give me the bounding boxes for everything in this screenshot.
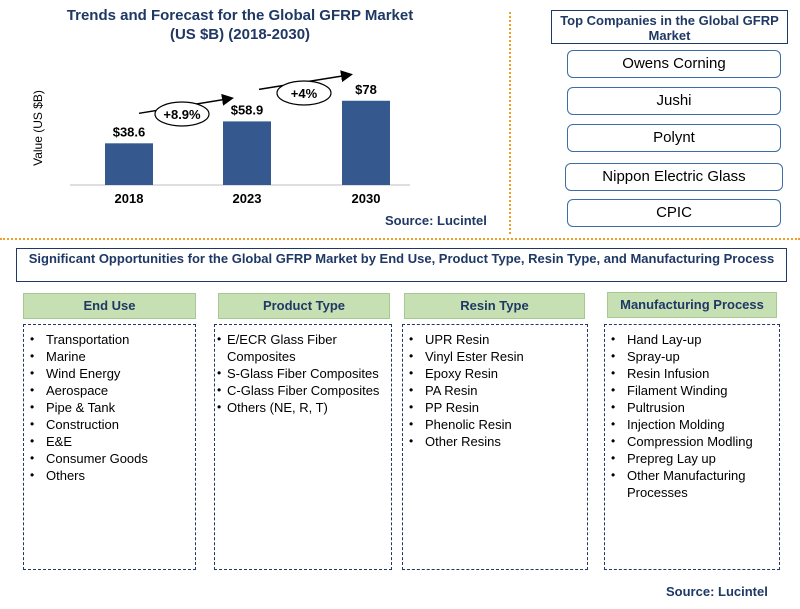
category-list: E/ECR Glass Fiber CompositesS-Glass Fibe… bbox=[215, 331, 385, 416]
category-item: Transportation bbox=[24, 331, 189, 348]
bar-2018 bbox=[105, 143, 153, 185]
growth-ellipse bbox=[276, 80, 332, 106]
category-item: C-Glass Fiber Composites bbox=[215, 382, 385, 399]
category-item: Marine bbox=[24, 348, 189, 365]
chart-title-line-1: Trends and Forecast for the Global GFRP … bbox=[66, 7, 414, 24]
bar-chart: Value (US $B) $38.6 2018 $58.9 2023 $78 2030 +8… bbox=[31, 70, 410, 206]
category-box: Hand Lay-upSpray-upResin InfusionFilamen… bbox=[604, 324, 780, 570]
category-item: Pultrusion bbox=[605, 399, 773, 416]
category-item: Consumer Goods bbox=[24, 450, 189, 467]
opportunities-title: Significant Opportunities for the Global… bbox=[16, 248, 787, 282]
category-header: Manufacturing Process bbox=[607, 292, 777, 318]
category-item: Pipe & Tank bbox=[24, 399, 189, 416]
value-label: $78 bbox=[355, 82, 377, 97]
y-axis-label: Value (US $B) bbox=[31, 90, 45, 166]
category-item: PP Resin bbox=[403, 399, 581, 416]
category-item: E&E bbox=[24, 433, 189, 450]
category-item: Injection Molding bbox=[605, 416, 773, 433]
category-list: Hand Lay-upSpray-upResin InfusionFilamen… bbox=[605, 331, 773, 501]
company-item: Nippon Electric Glass bbox=[565, 163, 783, 191]
category-item: Other Resins bbox=[403, 433, 581, 450]
category-item: Filament Winding bbox=[605, 382, 773, 399]
bar-2023 bbox=[223, 121, 271, 185]
category-item: Epoxy Resin bbox=[403, 365, 581, 382]
growth-label: +4% bbox=[291, 86, 318, 101]
chart-title-line-2: (US $B) (2018-2030) bbox=[169, 26, 311, 43]
category-item: UPR Resin bbox=[403, 331, 581, 348]
category-item: Phenolic Resin bbox=[403, 416, 581, 433]
category-item: Others bbox=[24, 467, 189, 484]
company-item: Owens Corning bbox=[567, 50, 781, 78]
category-item: Prepreg Lay up bbox=[605, 450, 773, 467]
category-box: UPR ResinVinyl Ester ResinEpoxy ResinPA … bbox=[402, 324, 588, 570]
category-header: Product Type bbox=[218, 293, 390, 319]
value-label: $58.9 bbox=[231, 102, 264, 117]
category-box: E/ECR Glass Fiber CompositesS-Glass Fibe… bbox=[214, 324, 392, 570]
chart-source: Source: Lucintel bbox=[385, 213, 487, 228]
category-item: Resin Infusion bbox=[605, 365, 773, 382]
category-item: Aerospace bbox=[24, 382, 189, 399]
category-item: Vinyl Ester Resin bbox=[403, 348, 581, 365]
vertical-separator bbox=[509, 12, 511, 234]
category-item: S-Glass Fiber Composites bbox=[215, 365, 385, 382]
growth-ellipse bbox=[154, 101, 210, 127]
company-item: CPIC bbox=[567, 199, 781, 227]
category-item: Wind Energy bbox=[24, 365, 189, 382]
category-header: Resin Type bbox=[404, 293, 585, 319]
bottom-source: Source: Lucintel bbox=[666, 584, 768, 599]
category-box: TransportationMarineWind EnergyAerospace… bbox=[23, 324, 196, 570]
category-item: Other Manufacturing Processes bbox=[605, 467, 773, 501]
category-item: Compression Modling bbox=[605, 433, 773, 450]
x-tick-label: 2023 bbox=[233, 191, 262, 206]
value-label: $38.6 bbox=[113, 124, 146, 139]
companies-title: Top Companies in the Global GFRP Market bbox=[551, 10, 788, 44]
category-item: E/ECR Glass Fiber Composites bbox=[215, 331, 385, 365]
growth-label: +8.9% bbox=[163, 107, 201, 122]
bar-2030 bbox=[342, 100, 390, 185]
category-item: Hand Lay-up bbox=[605, 331, 773, 348]
chart-title: Trends and Forecast for the Global GFRP … bbox=[40, 6, 440, 44]
x-tick-label: 2018 bbox=[115, 191, 144, 206]
category-item: Spray-up bbox=[605, 348, 773, 365]
category-list: TransportationMarineWind EnergyAerospace… bbox=[24, 331, 189, 484]
category-header: End Use bbox=[23, 293, 196, 319]
category-item: Construction bbox=[24, 416, 189, 433]
category-item: PA Resin bbox=[403, 382, 581, 399]
company-item: Jushi bbox=[567, 87, 781, 115]
horizontal-separator bbox=[0, 238, 800, 240]
company-item: Polynt bbox=[567, 124, 781, 152]
category-item: Others (NE, R, T) bbox=[215, 399, 385, 416]
category-list: UPR ResinVinyl Ester ResinEpoxy ResinPA … bbox=[403, 331, 581, 450]
x-tick-label: 2030 bbox=[352, 191, 381, 206]
